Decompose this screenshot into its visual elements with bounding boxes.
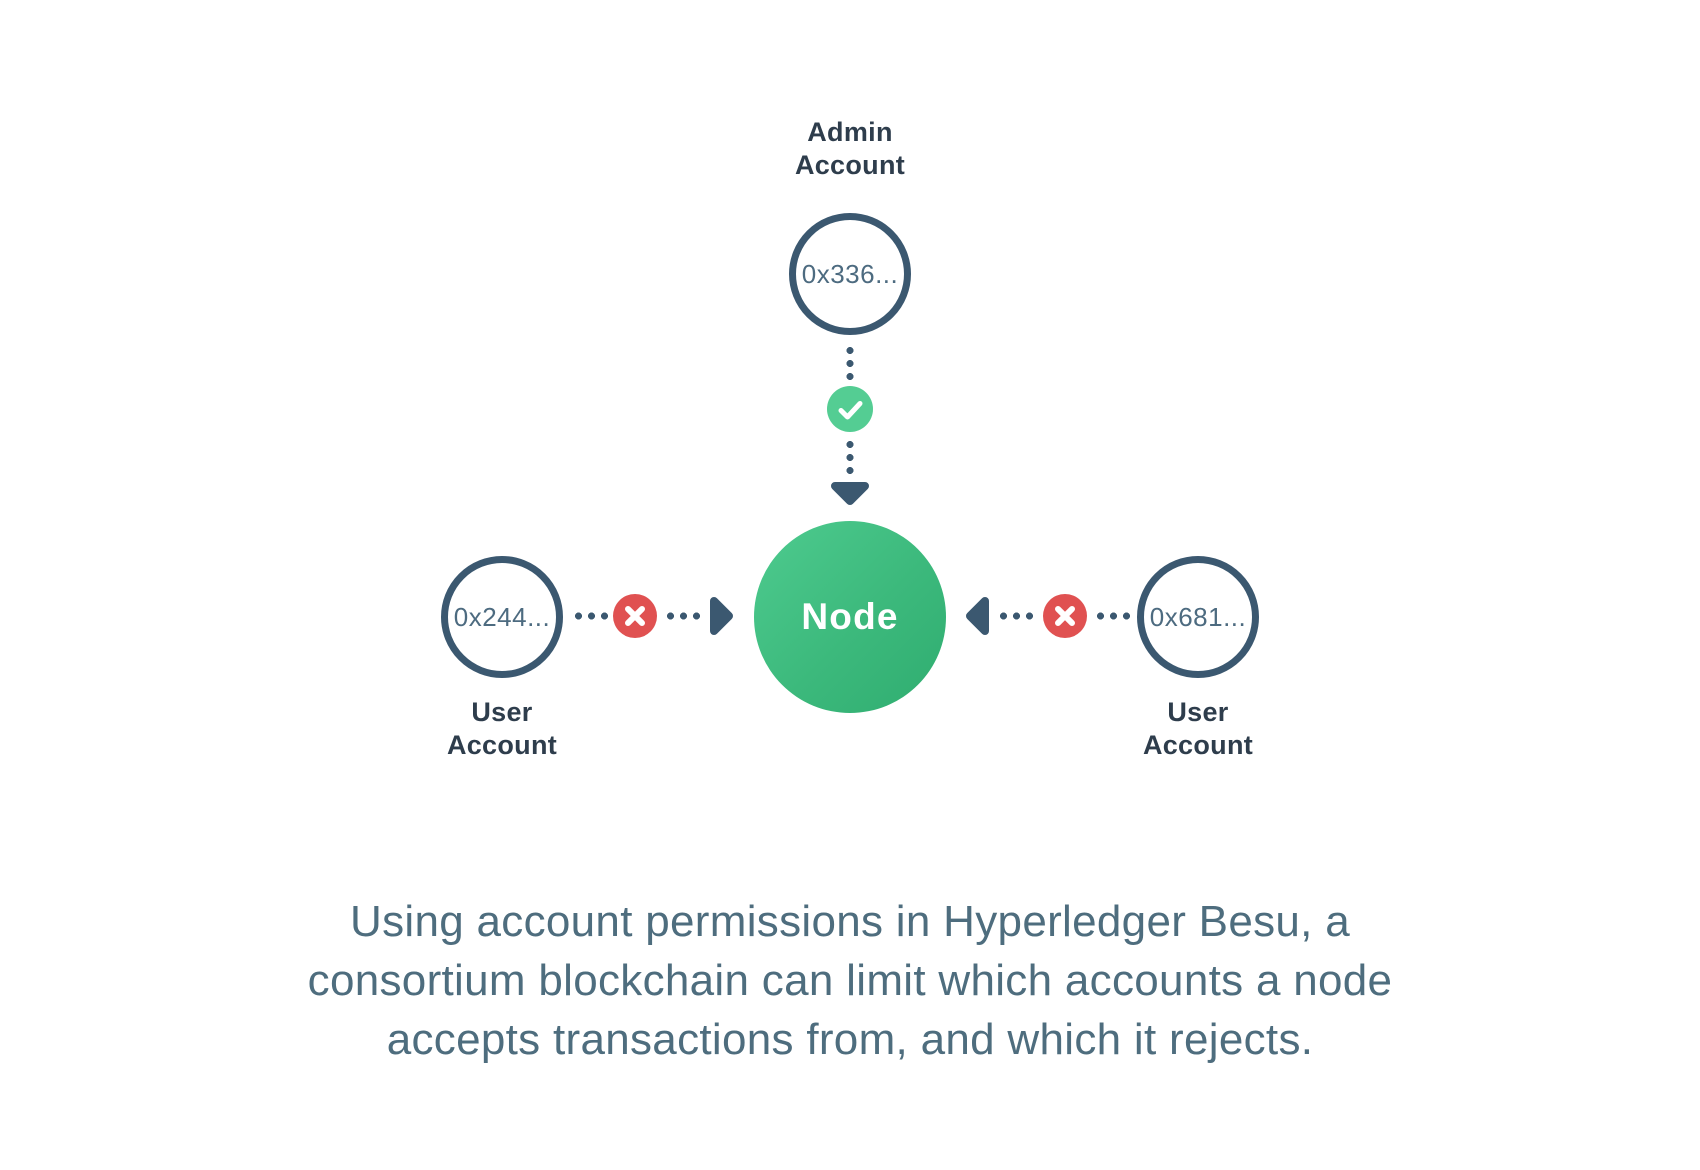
right-user-dotted-line-inner (997, 612, 1036, 620)
rejected-badge-right (1043, 594, 1087, 638)
caption-line-1: Using account permissions in Hyperledger… (350, 897, 1350, 946)
right-user-dotted-line-outer (1094, 612, 1133, 620)
caption-line-3: accepts transactions from, and which it … (386, 1015, 1314, 1064)
rejected-badge-left (613, 594, 657, 638)
node-circle: Node (754, 521, 946, 713)
left-user-dotted-line-outer (572, 612, 611, 620)
check-icon (838, 401, 863, 420)
admin-account-label: Admin Account (794, 117, 906, 180)
left-user-dotted-line-inner (664, 612, 703, 620)
user-account-left-address: 0x244... (453, 601, 551, 632)
user-account-right-address: 0x681... (1149, 601, 1247, 632)
user-account-right-circle: 0x681... (1137, 556, 1259, 678)
user-account-right-label: User Account (1142, 697, 1254, 760)
arrow-down-icon (829, 480, 871, 512)
node-label: Node (801, 596, 899, 637)
user-account-left-label: User Account (446, 697, 558, 760)
admin-account-circle: 0x336... (789, 213, 911, 335)
accepted-badge (827, 386, 873, 432)
admin-node-dotted-line-upper (846, 344, 854, 384)
admin-account-address: 0x336... (801, 258, 899, 289)
x-icon (625, 606, 645, 626)
admin-node-dotted-line-lower (846, 438, 854, 476)
arrow-left-icon (964, 595, 991, 642)
x-icon (1055, 606, 1075, 626)
arrow-right-icon (708, 595, 735, 642)
caption: Using account permissions in Hyperledger… (0, 892, 1700, 1069)
caption-line-2: consortium blockchain can limit which ac… (307, 956, 1393, 1005)
user-account-left-circle: 0x244... (441, 556, 563, 678)
